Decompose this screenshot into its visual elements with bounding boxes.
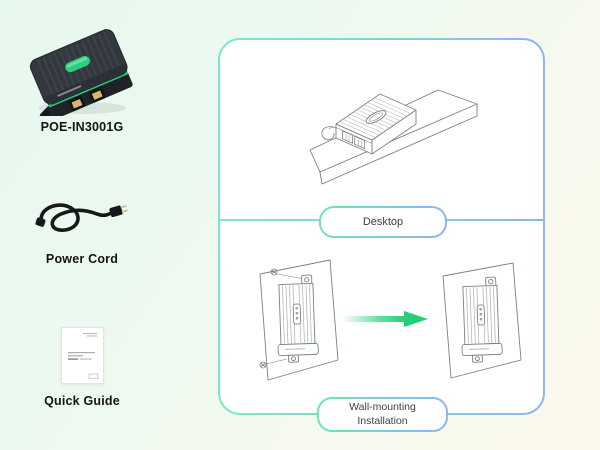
wall-mounting-before-illustration <box>259 259 339 381</box>
desktop-badge-label: Desktop <box>362 216 404 228</box>
quick-guide-booklet <box>60 326 104 384</box>
power-cord-image <box>18 196 146 242</box>
wall-mounting-badge-line2: Installation <box>357 414 408 427</box>
poe-injector-device-photo <box>29 29 133 116</box>
poe-injector-image <box>18 28 146 116</box>
desktop-installation-illustration <box>309 89 478 185</box>
arrow-right-icon <box>344 311 428 327</box>
package-item-power-cord: Power Cord <box>18 196 146 266</box>
power-cord-photo <box>35 203 128 232</box>
package-item-device: POE-IN3001G <box>18 28 146 134</box>
quick-guide-image <box>18 326 146 384</box>
wall-mounting-badge-line1: Wall-mounting <box>349 401 416 414</box>
package-item-label: POE-IN3001G <box>40 120 124 134</box>
package-item-label: Quick Guide <box>44 394 120 408</box>
package-item-quick-guide: Quick Guide <box>18 326 146 408</box>
quick-guide-content <box>67 332 98 379</box>
installation-panel: Desktop <box>218 38 545 430</box>
wall-mounting-after-illustration <box>442 262 522 379</box>
desktop-badge: Desktop <box>319 206 447 238</box>
wall-mounting-badge: Wall-mounting Installation <box>317 397 448 432</box>
package-item-label: Power Cord <box>45 252 119 266</box>
